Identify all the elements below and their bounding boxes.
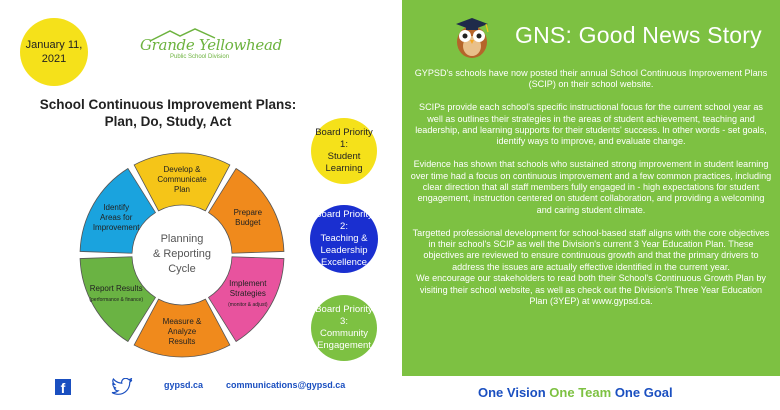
cycle-center-line2: & Reporting [153,248,211,260]
twitter-icon[interactable] [111,378,133,396]
slogan-vision: One Vision [478,385,546,400]
board-priority-3: Board Priority 3: Community Engagement [311,295,377,361]
story-paragraph-3: Evidence has shown that schools who sust… [410,159,772,215]
priority3-line2: Community [319,328,369,339]
good-news-panel [402,0,780,376]
cycle-center-line1: Planning [161,233,204,245]
logo-subtitle: Public School Division [170,54,230,60]
plan-title-line1: School Continuous Improvement Plans: [39,97,297,112]
date-line2: 2021 [41,53,67,65]
slogan-team: One Team [549,385,612,400]
cycle-segment-label: Develop & [164,165,202,174]
cycle-segment-5 [79,256,157,343]
cycle-segment-label: Analyze [168,327,197,336]
cycle-segment-4 [133,298,231,358]
priority2-line1: Board Priority 2: [315,209,373,232]
story-paragraph-1: GYPSD's schools have now posted their an… [414,68,768,90]
cycle-segment-label: (performance & finance) [89,297,143,303]
cycle-segment-label: Communicate [157,175,207,184]
cycle-segment-label: Strategies [230,289,266,298]
priority3-line1: Board Priority 3: [315,304,373,327]
priority2-line3: Leadership [320,245,368,256]
cycle-segment-label: Improvement [93,223,140,232]
priority2-line2: Teaching & [320,233,368,244]
logo-title: Grande Yellowhead [140,36,282,54]
story-paragraph-4: Targetted professional development for s… [412,227,770,272]
cycle-center-line3: Cycle [168,263,196,275]
cycle-segment-label: Identify [103,203,129,212]
date-line1: January 11, [25,39,83,51]
story-paragraph-5: We encourage our stakeholders to read bo… [416,273,766,307]
division-slogan: One Vision One Team One Goal [478,385,673,400]
priority3-line3: Engagement [317,340,371,351]
owl-mascot-icon [456,18,489,58]
priority1-line2: Student Learning [325,151,363,174]
slogan-strip [402,376,780,410]
cycle-segment-3 [207,256,285,343]
website-link[interactable]: gypsd.ca [164,380,204,390]
cycle-segment-2 [207,167,285,254]
cycle-segment-label: Plan [174,185,190,194]
plan-title-line2: Plan, Do, Study, Act [104,114,232,129]
plan-title: School Continuous Improvement Plans: Pla… [28,96,308,130]
board-priority-2: Board Priority 2: Teaching & Leadership … [310,205,378,273]
priority2-line4: Excellence [321,257,367,268]
story-body: GYPSD's schools have now posted their an… [410,68,772,307]
cycle-segment-label: (monitor & adjust) [228,302,268,308]
slogan-goal: One Goal [614,385,673,400]
gns-title: GNS: Good News Story [515,22,762,48]
cycle-segment-label: Areas for [100,213,133,222]
cycle-segment-label: Implement [229,279,267,288]
cycle-segment-label: Report Results [90,284,143,293]
priority1-line1: Board Priority 1: [315,127,373,150]
facebook-icon[interactable]: f [55,379,71,396]
left-panel: January 11, 2021 Grande Yellowhead Publi… [20,18,378,396]
date-badge: January 11, 2021 [20,18,88,86]
division-logo: Grande Yellowhead Public School Division [140,28,290,62]
cycle-segment-label: Prepare [234,208,263,217]
cycle-segment-6 [79,167,157,254]
cycle-segment-label: Measure & [163,317,202,326]
mountain-icon [149,28,216,42]
cycle-segment-label: Budget [235,218,261,227]
email-link[interactable]: communications@gypsd.ca [226,380,346,390]
planning-cycle-diagram: Planning & Reporting Cycle Develop &Comm… [79,152,285,358]
board-priority-1: Board Priority 1: Student Learning [311,118,377,184]
cycle-segment-1 [133,152,231,212]
cycle-segment-label: Results [169,337,196,346]
story-paragraph-2: SCIPs provide each school's specific ins… [415,102,767,147]
